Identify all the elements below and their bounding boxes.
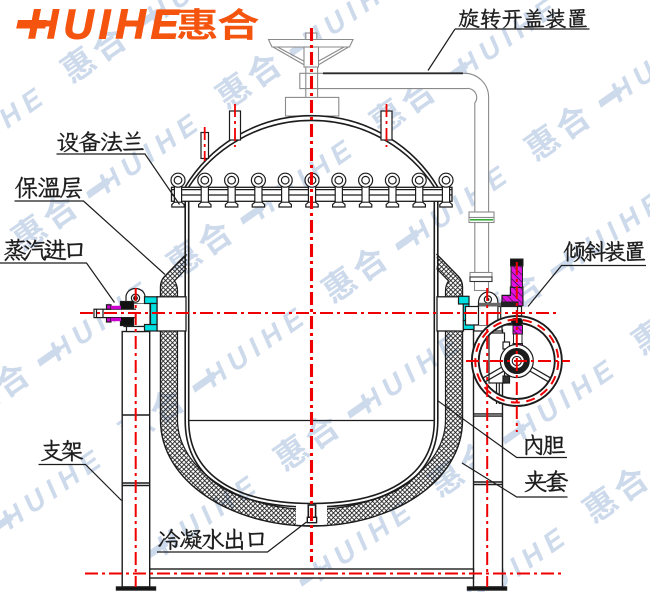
svg-text:HUIHE: HUIHE <box>28 1 184 48</box>
